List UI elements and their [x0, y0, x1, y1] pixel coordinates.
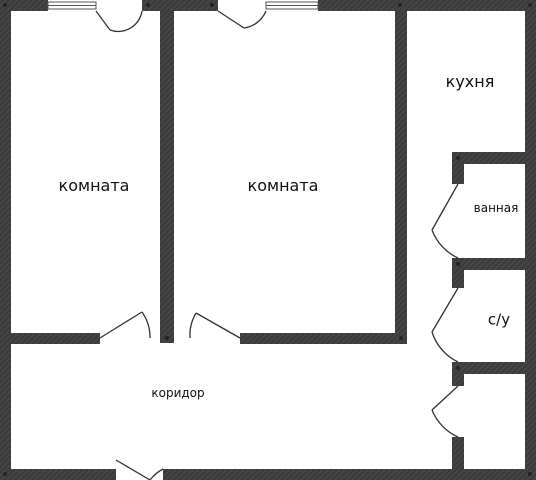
- wall-joints: [3, 3, 532, 476]
- bathroom-label: ванная: [473, 201, 519, 215]
- corridor-label: коридор: [151, 386, 205, 400]
- windows: [47, 1, 319, 10]
- toilet-label: с/у: [487, 310, 511, 329]
- room-left-label: комната: [58, 176, 130, 195]
- room-center-label: комната: [247, 176, 319, 195]
- kitchen-label: кухня: [445, 72, 495, 91]
- doors: [95, 10, 459, 480]
